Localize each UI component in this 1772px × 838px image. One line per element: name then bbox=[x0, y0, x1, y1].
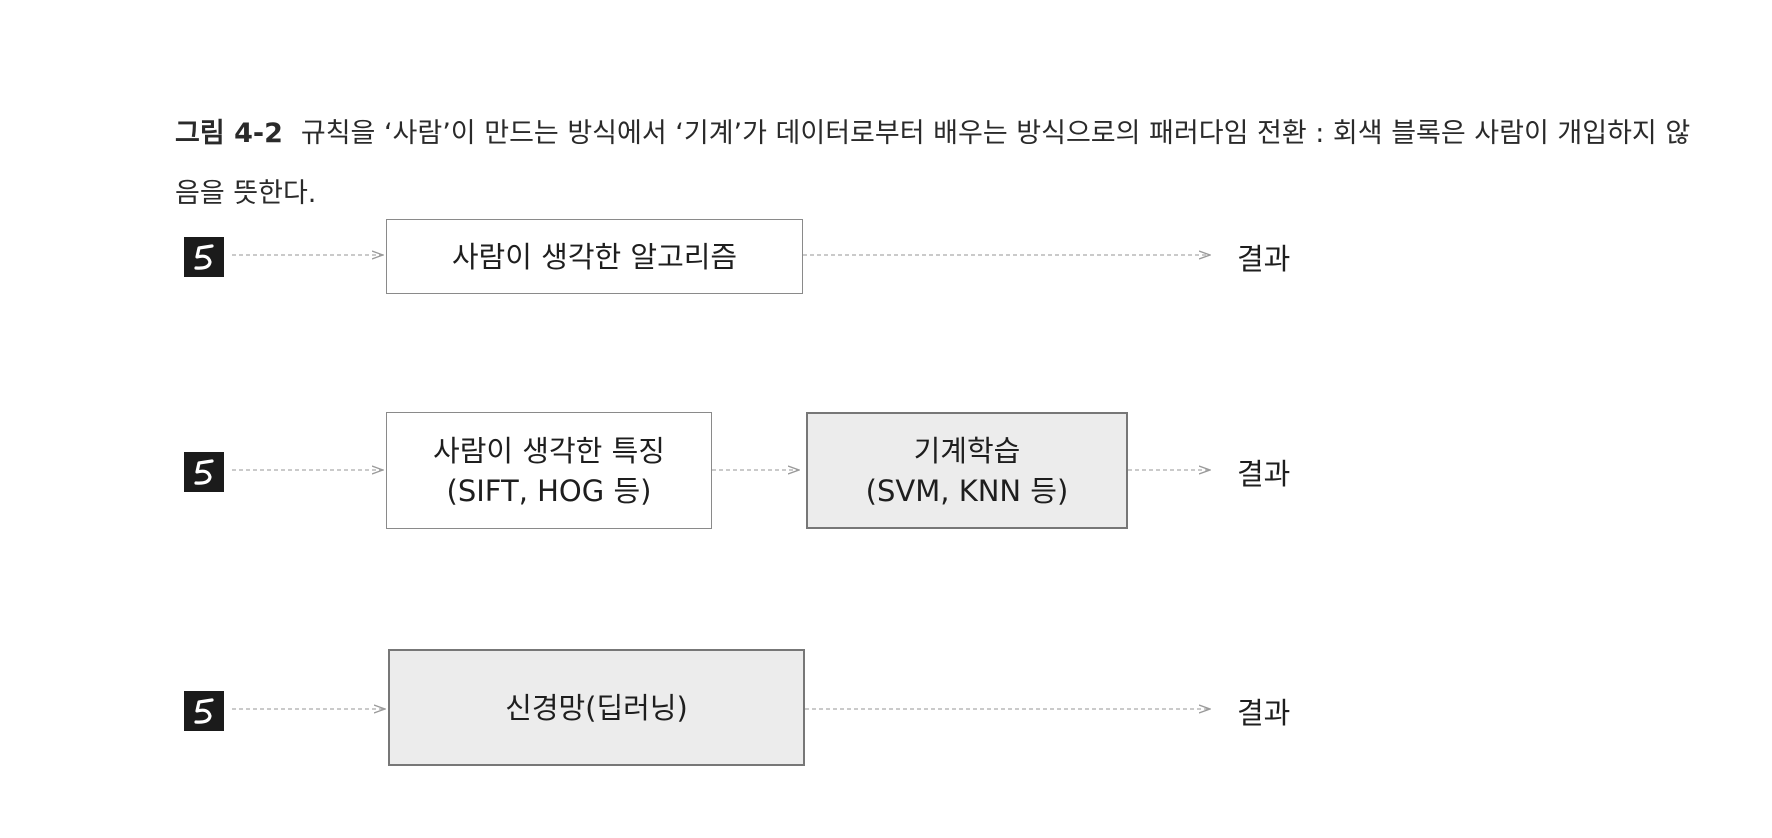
block-human-algorithm: 사람이 생각한 알고리즘 bbox=[386, 219, 803, 294]
block-label-line1: 사람이 생각한 특징 bbox=[433, 433, 665, 468]
block-label-line2: (SIFT, HOG 등) bbox=[446, 473, 652, 508]
caption-label: 그림 4-2 bbox=[175, 118, 283, 149]
block-label-line2: (SVM, KNN 등) bbox=[865, 473, 1069, 508]
block-label: 사람이 생각한 알고리즘 bbox=[451, 239, 738, 274]
result-label-row3: 결과 bbox=[1237, 696, 1291, 730]
result-label-row2: 결과 bbox=[1237, 457, 1291, 491]
handwritten-digit-5-icon bbox=[184, 452, 224, 492]
block-machine-learning: 기계학습 (SVM, KNN 등) bbox=[806, 412, 1128, 529]
block-neural-network: 신경망(딥러닝) bbox=[388, 649, 805, 766]
block-label-line1: 기계학습 bbox=[913, 433, 1021, 468]
handwritten-digit-5-icon bbox=[184, 237, 224, 277]
caption-text: 규칙을 ‘사람’이 만드는 방식에서 ‘기계’가 데이터로부터 배우는 방식으로… bbox=[175, 118, 1691, 209]
result-label-row1: 결과 bbox=[1237, 242, 1291, 276]
block-human-features: 사람이 생각한 특징 (SIFT, HOG 등) bbox=[386, 412, 712, 529]
handwritten-digit-5-icon bbox=[184, 691, 224, 731]
block-label: 신경망(딥러닝) bbox=[505, 690, 688, 725]
